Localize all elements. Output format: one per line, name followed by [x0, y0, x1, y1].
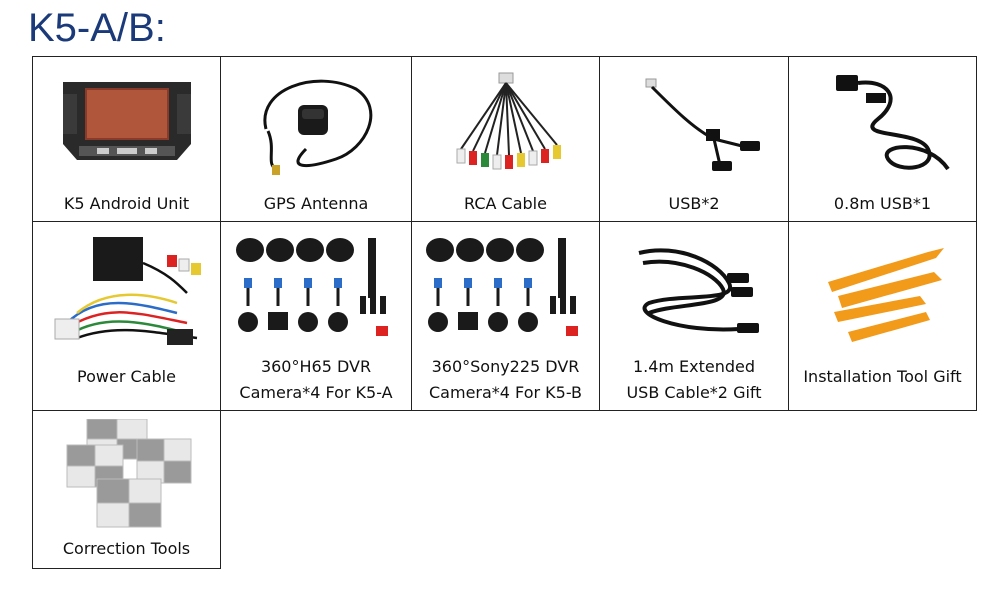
- empty-cell: [412, 411, 600, 569]
- car-stereo-unit-icon: [62, 82, 191, 160]
- camera-kit-icon: [425, 238, 578, 336]
- item-cell-power-cable: Power Cable: [33, 222, 221, 411]
- item-label: GPS Antenna: [263, 194, 369, 213]
- calibration-mats-icon: [66, 418, 191, 527]
- empty-cell: [600, 411, 789, 569]
- item-cell-android-unit: K5 Android Unit: [33, 57, 221, 222]
- item-cell-correction-tools: Correction Tools: [33, 411, 221, 569]
- pry-tools-icon: [827, 248, 944, 342]
- item-label: RCA Cable: [464, 194, 547, 213]
- item-label: Installation Tool Gift: [803, 367, 962, 386]
- item-label: USB*2: [668, 194, 720, 213]
- usb-cables-icon: [645, 78, 760, 171]
- page-title: K5-A/B:: [28, 6, 166, 50]
- item-label: 0.8m USB*1: [833, 194, 932, 213]
- empty-cell: [221, 411, 412, 569]
- item-cell-usb-2: USB*2: [600, 57, 789, 222]
- item-cell-usb-08m: 0.8m USB*1: [789, 57, 977, 222]
- item-cell-installation-tool: Installation Tool Gift: [789, 222, 977, 411]
- item-cell-rca-cable: RCA Cable: [412, 57, 600, 222]
- empty-cell: [789, 411, 977, 569]
- item-label: K5 Android Unit: [63, 194, 190, 213]
- camera-kit-icon: [236, 238, 388, 336]
- accessories-table: K5 Android Unit GPS Antenna: [32, 56, 977, 569]
- item-label: Correction Tools: [62, 539, 191, 558]
- rca-cable-icon: [456, 72, 561, 170]
- usb-cable-icon: [835, 75, 950, 171]
- item-label: Power Cable: [77, 367, 176, 386]
- extension-usb-icon: [638, 248, 759, 333]
- power-harness-icon: [54, 237, 201, 345]
- item-cell-gps-antenna: GPS Antenna: [221, 57, 412, 222]
- gps-antenna-icon: [263, 79, 373, 175]
